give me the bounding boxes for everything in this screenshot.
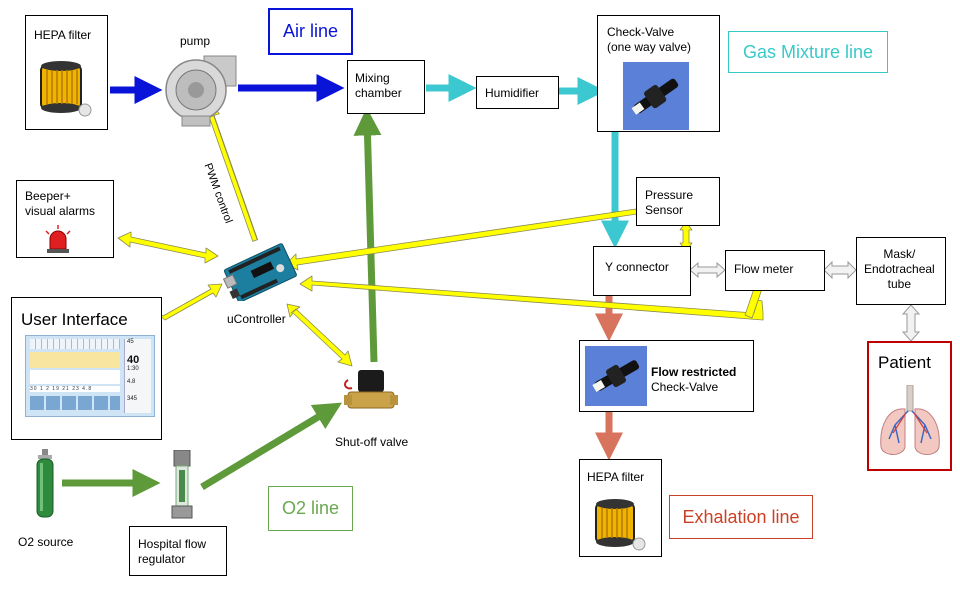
- check-valve-label: Check-Valve (one way valve): [607, 25, 692, 54]
- mixing-chamber-label: Mixing chamber: [355, 71, 402, 100]
- legend-exhalation-line: Exhalation line: [669, 495, 813, 539]
- control-arrow-beeper: [117, 231, 219, 264]
- beeper-label: Beeper+ visual alarms: [25, 189, 96, 218]
- check-valve: Check-Valve (one way valve): [597, 15, 720, 132]
- hepa-filter-exhalation-label: HEPA filter: [587, 470, 645, 484]
- arduino-board-icon: [222, 243, 297, 301]
- alarm-light-icon: [45, 225, 71, 253]
- check-valve-icon: [623, 62, 689, 130]
- pressure-sensor: Pressure Sensor: [636, 177, 720, 226]
- pump-icon: [165, 55, 237, 127]
- y-connector: Y connector: [593, 246, 691, 296]
- mixing-chamber: Mixing chamber: [347, 60, 425, 114]
- restricted-valve-icon: [585, 346, 647, 406]
- humidifier-label: Humidifier: [485, 86, 540, 100]
- legend-o2-line: O2 line: [268, 486, 353, 531]
- hospital-flow-regulator: Hospital flow regulator: [129, 526, 227, 576]
- o2-arrow-regulator-valve: [200, 402, 342, 490]
- user-interface: User Interface 30 1 2 19 21 23 4.8 45 40…: [11, 297, 162, 440]
- check-valve-label-2: Check-Valve: [651, 380, 719, 394]
- flow-restricted-label: Flow restricted: [651, 365, 737, 379]
- legend-gas-mixture-line: Gas Mixture line: [728, 31, 888, 73]
- hepa-filter-icon-2: [595, 499, 646, 551]
- control-arrow-shutoff: [286, 303, 353, 367]
- pressure-sensor-label: Pressure Sensor: [645, 188, 694, 217]
- patient: Patient: [867, 341, 952, 471]
- beeper-visual-alarms: Beeper+ visual alarms: [16, 180, 114, 258]
- ucontroller-label: uController: [227, 312, 286, 326]
- flow-meter: Flow meter: [725, 250, 825, 291]
- arrow-y-flowmeter: [689, 261, 726, 279]
- arrow-mask-patient: [901, 304, 921, 342]
- ui-screen: 30 1 2 19 21 23 4.8 45 40 1:30 4.8 345: [25, 335, 155, 417]
- mask-endotracheal-tube: Mask/ Endotracheal tube: [856, 237, 946, 305]
- hepa-filter-exhalation: HEPA filter: [579, 459, 662, 557]
- flow-restricted-check-valve: Flow restricted Check-Valve: [579, 340, 754, 412]
- humidifier: Humidifier: [476, 76, 559, 109]
- lungs-icon: [880, 385, 940, 455]
- ui-row: 30 1 2 19 21 23 4.8: [30, 386, 120, 392]
- flow-regulator-icon: [171, 450, 193, 519]
- mask-label: Mask/ Endotracheal tube: [864, 247, 935, 291]
- hepa-filter-intake-label: HEPA filter: [34, 28, 92, 42]
- o2-source-label: O2 source: [18, 535, 74, 549]
- shutoff-valve-label: Shut-off valve: [335, 435, 409, 449]
- patient-label: Patient: [878, 353, 931, 372]
- flow-meter-label: Flow meter: [734, 262, 794, 276]
- arrow-flowmeter-mask: [823, 260, 857, 280]
- solenoid-valve-icon: [344, 370, 398, 409]
- legend-air-line: Air line: [268, 8, 353, 55]
- hepa-filter-icon: [40, 61, 92, 117]
- control-arrow-flowmeter: [299, 275, 764, 321]
- pump-label: pump: [180, 34, 211, 48]
- control-arrow-ui: [154, 283, 223, 325]
- y-connector-label: Y connector: [605, 260, 669, 274]
- regulator-label: Hospital flow regulator: [138, 537, 207, 566]
- control-arrow-pressure: [285, 208, 638, 271]
- hepa-filter-intake: HEPA filter: [25, 15, 108, 130]
- o2-arrow-valve-mixing: [353, 107, 382, 363]
- o2-cylinder-icon: [36, 449, 54, 518]
- user-interface-label: User Interface: [21, 310, 128, 329]
